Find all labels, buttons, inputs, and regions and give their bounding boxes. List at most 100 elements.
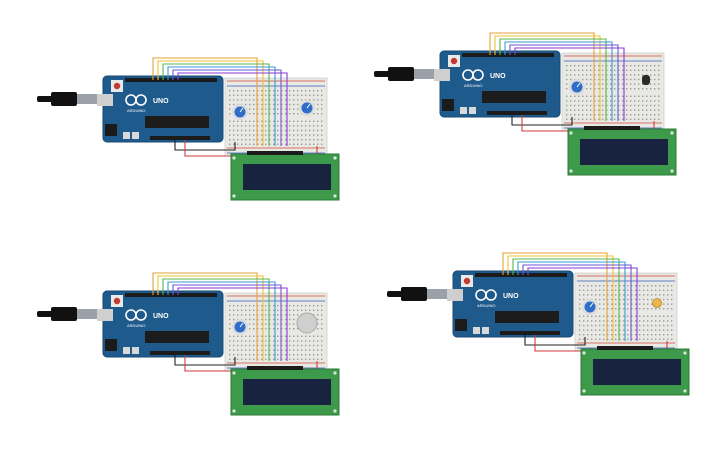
board-label: UNO (153, 98, 169, 105)
breadboard-holes (566, 65, 660, 120)
power-jack (442, 99, 454, 111)
analog-header (487, 111, 547, 115)
circuit-drawing: UNO ARDUINO (37, 57, 340, 201)
usb-plug (77, 309, 97, 319)
microcontroller-chip (145, 331, 209, 343)
capacitor-2 (482, 327, 489, 334)
photoresistor (652, 298, 662, 308)
capacitor-1 (460, 107, 467, 114)
lcd-module (580, 346, 690, 396)
usb-jack (97, 94, 113, 106)
signal-wire (172, 284, 282, 361)
digital-header (125, 293, 217, 297)
buzzer-body (296, 312, 318, 334)
capacitor-2 (469, 107, 476, 114)
lcd-header-pins (247, 366, 303, 370)
lcd-mount-hole (232, 409, 236, 413)
lcd-mount-hole (683, 389, 687, 393)
signal-wire (172, 69, 282, 146)
signal-wire (489, 32, 595, 121)
lcd-screen (243, 379, 331, 405)
signal-wire (177, 72, 288, 146)
analog-header (150, 136, 210, 140)
arduino-board: UNO ARDUINO (97, 75, 224, 143)
contrast-potentiometer (232, 319, 248, 335)
digital-header (475, 273, 567, 277)
contrast-potentiometer (569, 79, 585, 95)
usb-plug (414, 69, 434, 79)
ground-wire (174, 355, 236, 366)
signal-wire (157, 275, 264, 361)
lcd-mount-hole (582, 351, 586, 355)
capacitor-2 (132, 347, 139, 354)
board-brand: ARDUINO (477, 303, 495, 308)
reset-button (450, 57, 458, 65)
circuit-top-right: UNO ARDUINO (372, 25, 677, 190)
lcd-mount-hole (569, 169, 573, 173)
signal-wire (509, 44, 619, 121)
infinity-logo-right (135, 94, 147, 106)
microcontroller-chip (145, 116, 209, 128)
signal-wire (512, 258, 620, 341)
lcd-mount-hole (670, 131, 674, 135)
reset-button (113, 297, 121, 305)
digital-header (125, 78, 217, 82)
power-jack (455, 319, 467, 331)
board-brand: ARDUINO (464, 83, 482, 88)
usb-cable-tail (387, 291, 403, 297)
lcd-screen (593, 359, 681, 385)
lcd-mount-hole (232, 371, 236, 375)
potentiometer-indicator (239, 107, 244, 113)
usb-cable-tail (374, 71, 390, 77)
signal-wire (152, 272, 258, 361)
signal-wires (502, 252, 638, 341)
lcd-header-pins (247, 151, 303, 155)
lcd-header-pins (584, 126, 640, 130)
usb-jack (447, 289, 463, 301)
signal-wire (499, 38, 607, 121)
capacitor-2 (132, 132, 139, 139)
lcd-screen (243, 164, 331, 190)
extra-potentiometer-indicator (306, 103, 311, 109)
signal-wire (517, 261, 626, 341)
microcontroller-chip (482, 91, 546, 103)
signal-wire (522, 264, 632, 341)
lcd-mount-hole (670, 169, 674, 173)
lcd-mount-hole (232, 156, 236, 160)
lcd-mount-hole (683, 351, 687, 355)
analog-header (150, 351, 210, 355)
lcd-header-pins (597, 346, 653, 350)
potentiometer (299, 100, 315, 116)
contrast-potentiometer (232, 104, 248, 120)
infinity-logo-right (472, 69, 484, 81)
signal-wire (152, 57, 258, 146)
signal-wire (504, 41, 613, 121)
signal-wires (489, 32, 625, 121)
potentiometer-indicator (239, 322, 244, 328)
signal-wire (167, 66, 276, 146)
potentiometer-indicator (576, 82, 581, 88)
lcd-mount-hole (582, 389, 586, 393)
capacitor-1 (473, 327, 480, 334)
lcd-mount-hole (569, 131, 573, 135)
potentiometer-indicator (589, 302, 594, 308)
signal-wire (167, 281, 276, 361)
signal-wire (502, 252, 608, 341)
board-brand: ARDUINO (127, 108, 145, 113)
signal-wire (162, 63, 270, 146)
board-label: UNO (490, 73, 506, 80)
arduino-board: UNO ARDUINO (434, 50, 561, 118)
lcd-module (567, 126, 677, 176)
power-jack (105, 124, 117, 136)
lcd-screen (580, 139, 668, 165)
usb-jack (97, 309, 113, 321)
usb-cable-connector (51, 307, 77, 321)
lcd-mount-hole (333, 194, 337, 198)
signal-wire (507, 255, 614, 341)
photoresistor-body (652, 298, 662, 308)
lcd-mount-hole (333, 371, 337, 375)
usb-cable-tail (37, 311, 53, 317)
transistor (642, 75, 650, 85)
